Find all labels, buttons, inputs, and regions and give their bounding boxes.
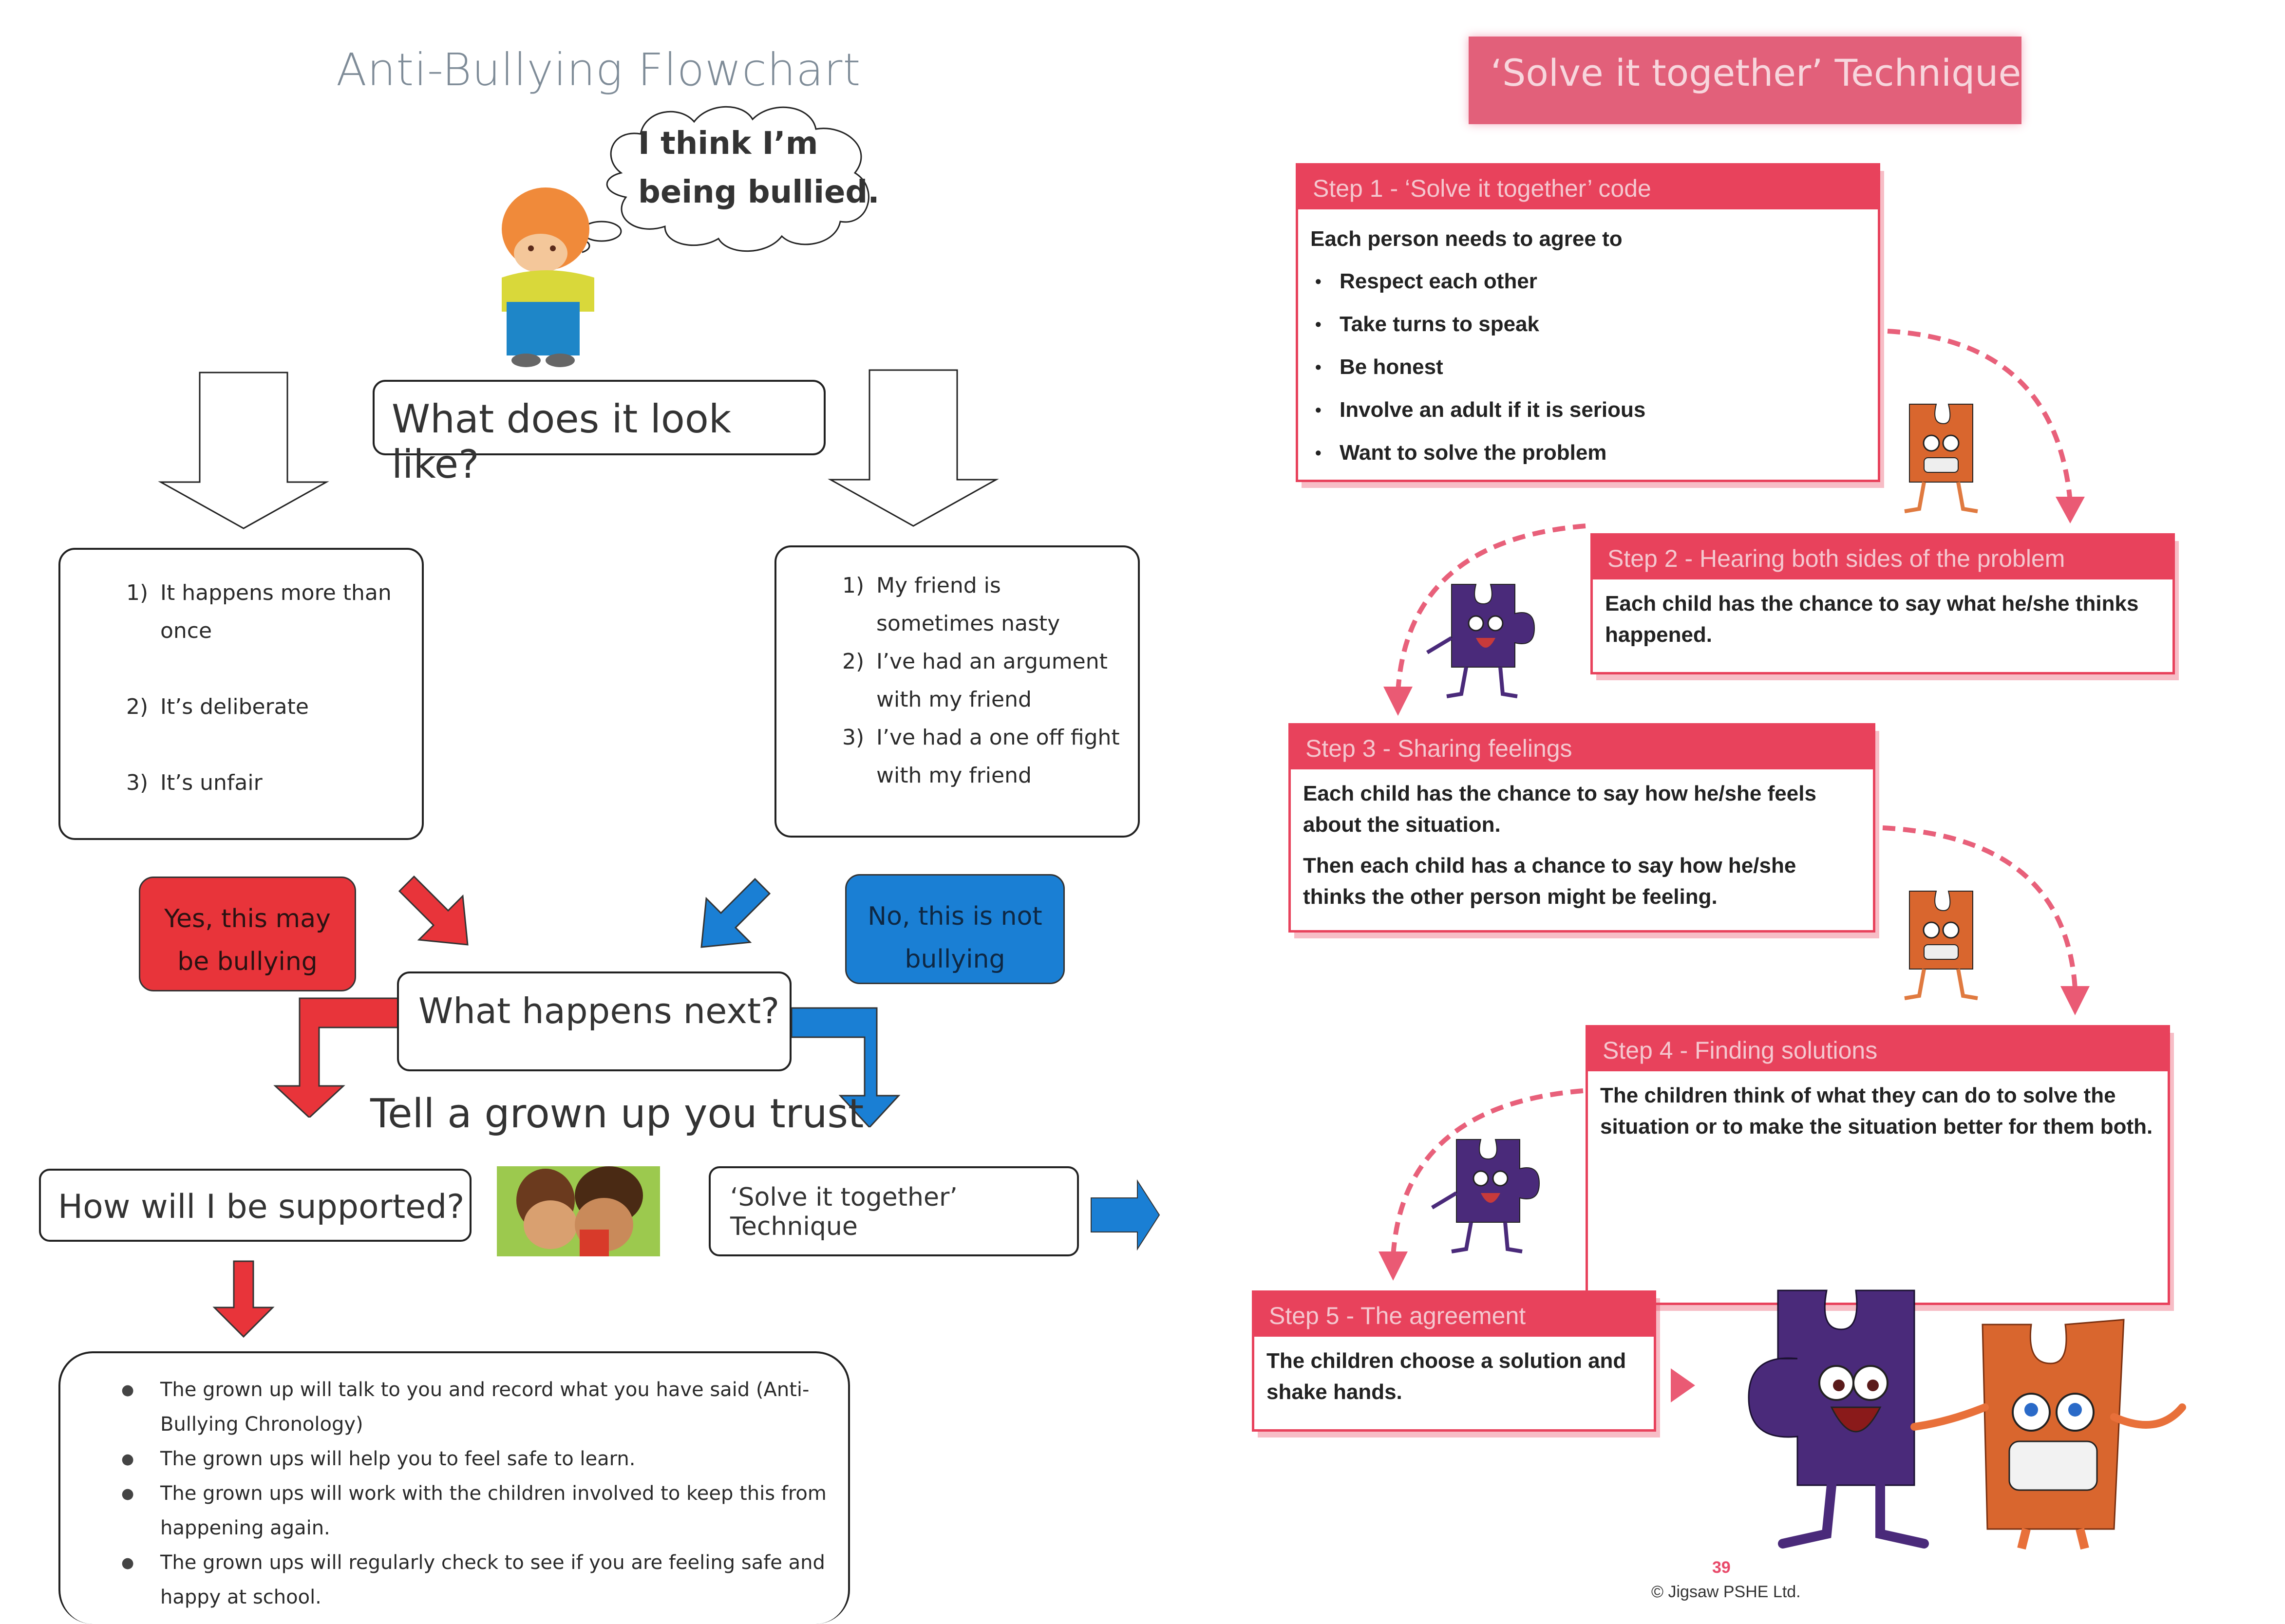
yes-bullying-box: Yes, this may be bullying <box>139 877 356 991</box>
arrowhead-icon <box>1383 687 1413 716</box>
thought-bubble-text: I think I’m being bullied. <box>638 119 880 217</box>
solve-together-box[interactable]: ‘Solve it together’ Technique <box>709 1166 1079 1256</box>
jigsaw-characters-shaking-hands <box>1748 1289 2186 1550</box>
flowchart-title: Anti-Bullying Flowchart <box>336 44 861 96</box>
list-item: 1)It happens more than once <box>126 580 392 643</box>
what-happens-next-box: What happens next? <box>397 971 792 1071</box>
list-item: 1)My friend is sometimes nasty <box>842 573 1060 636</box>
list-item: 2)It’s deliberate <box>126 694 309 719</box>
thought-line-2: being bullied. <box>638 174 880 210</box>
arrowhead-icon <box>1379 1251 1408 1281</box>
not-bullying-signs-box: 1)My friend is sometimes nasty 2)I’ve ha… <box>774 545 1140 838</box>
list-item: Want to solve the problem <box>1310 431 1866 474</box>
step-heading: Step 2 - Hearing both sides of the probl… <box>1593 536 2172 579</box>
not-bullying-box: No, this is not bullying <box>845 874 1065 984</box>
step-text: Then each child has a chance to say how … <box>1303 854 1796 909</box>
worried-child-illustration <box>502 187 594 367</box>
blue-diagonal-arrow-icon <box>700 877 771 948</box>
what-does-it-look-like-box: What does it look like? <box>373 380 826 487</box>
no-label: No, this is not bullying <box>868 902 1042 974</box>
technique-title: ‘Solve it together’ Technique <box>1491 51 2021 94</box>
purple-jigsaw-character <box>1431 1139 1540 1253</box>
technique-title-banner: ‘Solve it together’ Technique <box>1469 37 2021 124</box>
step-text: Each child has the chance to say what he… <box>1605 592 2139 647</box>
list-item: The grown ups will regularly check to se… <box>121 1546 828 1615</box>
step-3-card: Step 3 - Sharing feelings Each child has… <box>1288 723 1875 933</box>
tell-grown-up-text: Tell a grown up you trust <box>370 1091 864 1137</box>
list-item: Respect each other <box>1310 260 1866 303</box>
step-heading: Step 1 - ‘Solve it together’ code <box>1298 166 1878 209</box>
children-photo <box>497 1166 660 1256</box>
list-item: 3)I’ve had a one off fight with my frien… <box>842 725 1120 788</box>
arrowhead-icon <box>2060 986 2090 1015</box>
list-item: Be honest <box>1310 346 1866 389</box>
list-item: The grown up will talk to you and record… <box>121 1373 828 1442</box>
red-elbow-arrow-icon <box>273 997 402 1118</box>
step-5-card: Step 5 - The agreement The children choo… <box>1252 1290 1656 1432</box>
list-item: Involve an adult if it is serious <box>1310 389 1866 431</box>
arrowhead-icon <box>2056 497 2085 523</box>
purple-jigsaw-character <box>1426 584 1535 698</box>
orange-jigsaw-character <box>1904 891 1978 1000</box>
step-2-card: Step 2 - Hearing both sides of the probl… <box>1590 533 2175 674</box>
step-1-card: Step 1 - ‘Solve it together’ code Each p… <box>1296 163 1880 482</box>
step-text: The children choose a solution and shake… <box>1266 1349 1626 1404</box>
list-item: 2)I’ve had an argument with my friend <box>842 649 1108 712</box>
hollow-down-arrow-icon <box>828 369 999 527</box>
solve-technique-link[interactable]: ‘Solve it together’ Technique <box>730 1183 958 1241</box>
page-number: 39 <box>1712 1558 1731 1577</box>
yes-label: Yes, this may be bullying <box>164 904 331 976</box>
orange-jigsaw-character <box>1904 404 1978 513</box>
red-diagonal-arrow-icon <box>398 875 469 946</box>
step-heading: Step 5 - The agreement <box>1254 1293 1654 1337</box>
blue-elbow-arrow-icon <box>792 1007 901 1127</box>
step-heading: Step 4 - Finding solutions <box>1588 1027 2168 1071</box>
thought-line-1: I think I’m <box>638 126 818 162</box>
bullying-signs-box: 1)It happens more than once 2)It’s delib… <box>58 548 424 840</box>
how-supported-text: How will I be supported? <box>58 1188 465 1226</box>
step-text: The children think of what they can do t… <box>1600 1083 2153 1139</box>
step-4-card: Step 4 - Finding solutions The children … <box>1586 1025 2170 1305</box>
step-heading: Step 3 - Sharing feelings <box>1291 726 1873 769</box>
thought-bubble-icon <box>582 106 869 253</box>
step-intro: Each person needs to agree to <box>1310 227 1623 251</box>
list-item: 3)It’s unfair <box>126 770 263 795</box>
step-text: Each child has the chance to say how he/… <box>1303 782 1816 837</box>
blue-right-arrow-icon <box>1091 1179 1160 1251</box>
list-item: The grown ups will help you to feel safe… <box>121 1442 828 1476</box>
pointer-triangle-icon <box>1671 1368 1695 1402</box>
list-item: The grown ups will work with the childre… <box>121 1476 828 1546</box>
how-supported-box: How will I be supported? <box>39 1169 472 1242</box>
copyright-notice: © Jigsaw PSHE Ltd. <box>1651 1583 1801 1601</box>
question-look-text: What does it look like? <box>392 396 732 487</box>
hollow-down-arrow-icon <box>158 372 329 529</box>
what-next-text: What happens next? <box>418 990 780 1031</box>
support-points-box: The grown up will talk to you and record… <box>58 1351 850 1624</box>
list-item: Take turns to speak <box>1310 303 1866 346</box>
red-down-arrow-icon <box>212 1260 275 1338</box>
